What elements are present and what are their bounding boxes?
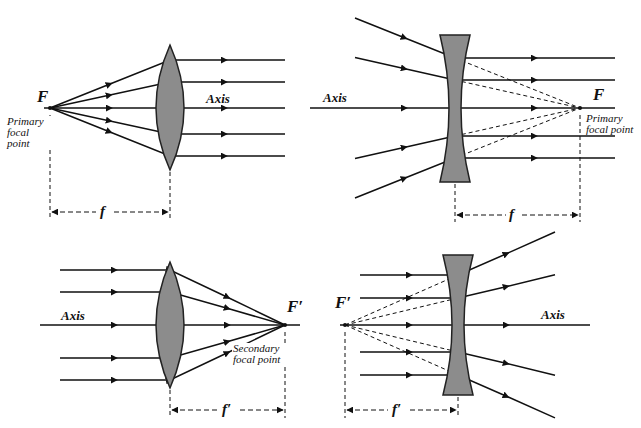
- focal-point-label: F: [36, 88, 49, 105]
- dimension-label: f: [99, 204, 106, 219]
- axis-label: Axis: [60, 309, 86, 322]
- dimension-label: f: [508, 207, 515, 222]
- dimension-label: f′: [221, 402, 232, 417]
- focal-point-caption: Primary focal point: [585, 113, 637, 135]
- axis-label: Axis: [322, 91, 348, 104]
- focal-point-label: F: [592, 86, 605, 103]
- axis-label: Axis: [540, 308, 566, 321]
- lens: [156, 35, 473, 395]
- axis-label: Axis: [205, 92, 231, 105]
- focal-dot: [48, 106, 582, 327]
- dimension-lines: [50, 115, 580, 418]
- focal-point-caption: Secondary focal point: [232, 343, 296, 365]
- focal-point-label: F′: [286, 298, 304, 315]
- dimension-label: f′: [391, 402, 402, 417]
- light-rays: [40, 18, 615, 418]
- focal-point-label: F′: [334, 294, 352, 311]
- focal-point-caption: Primary focal point: [6, 116, 52, 149]
